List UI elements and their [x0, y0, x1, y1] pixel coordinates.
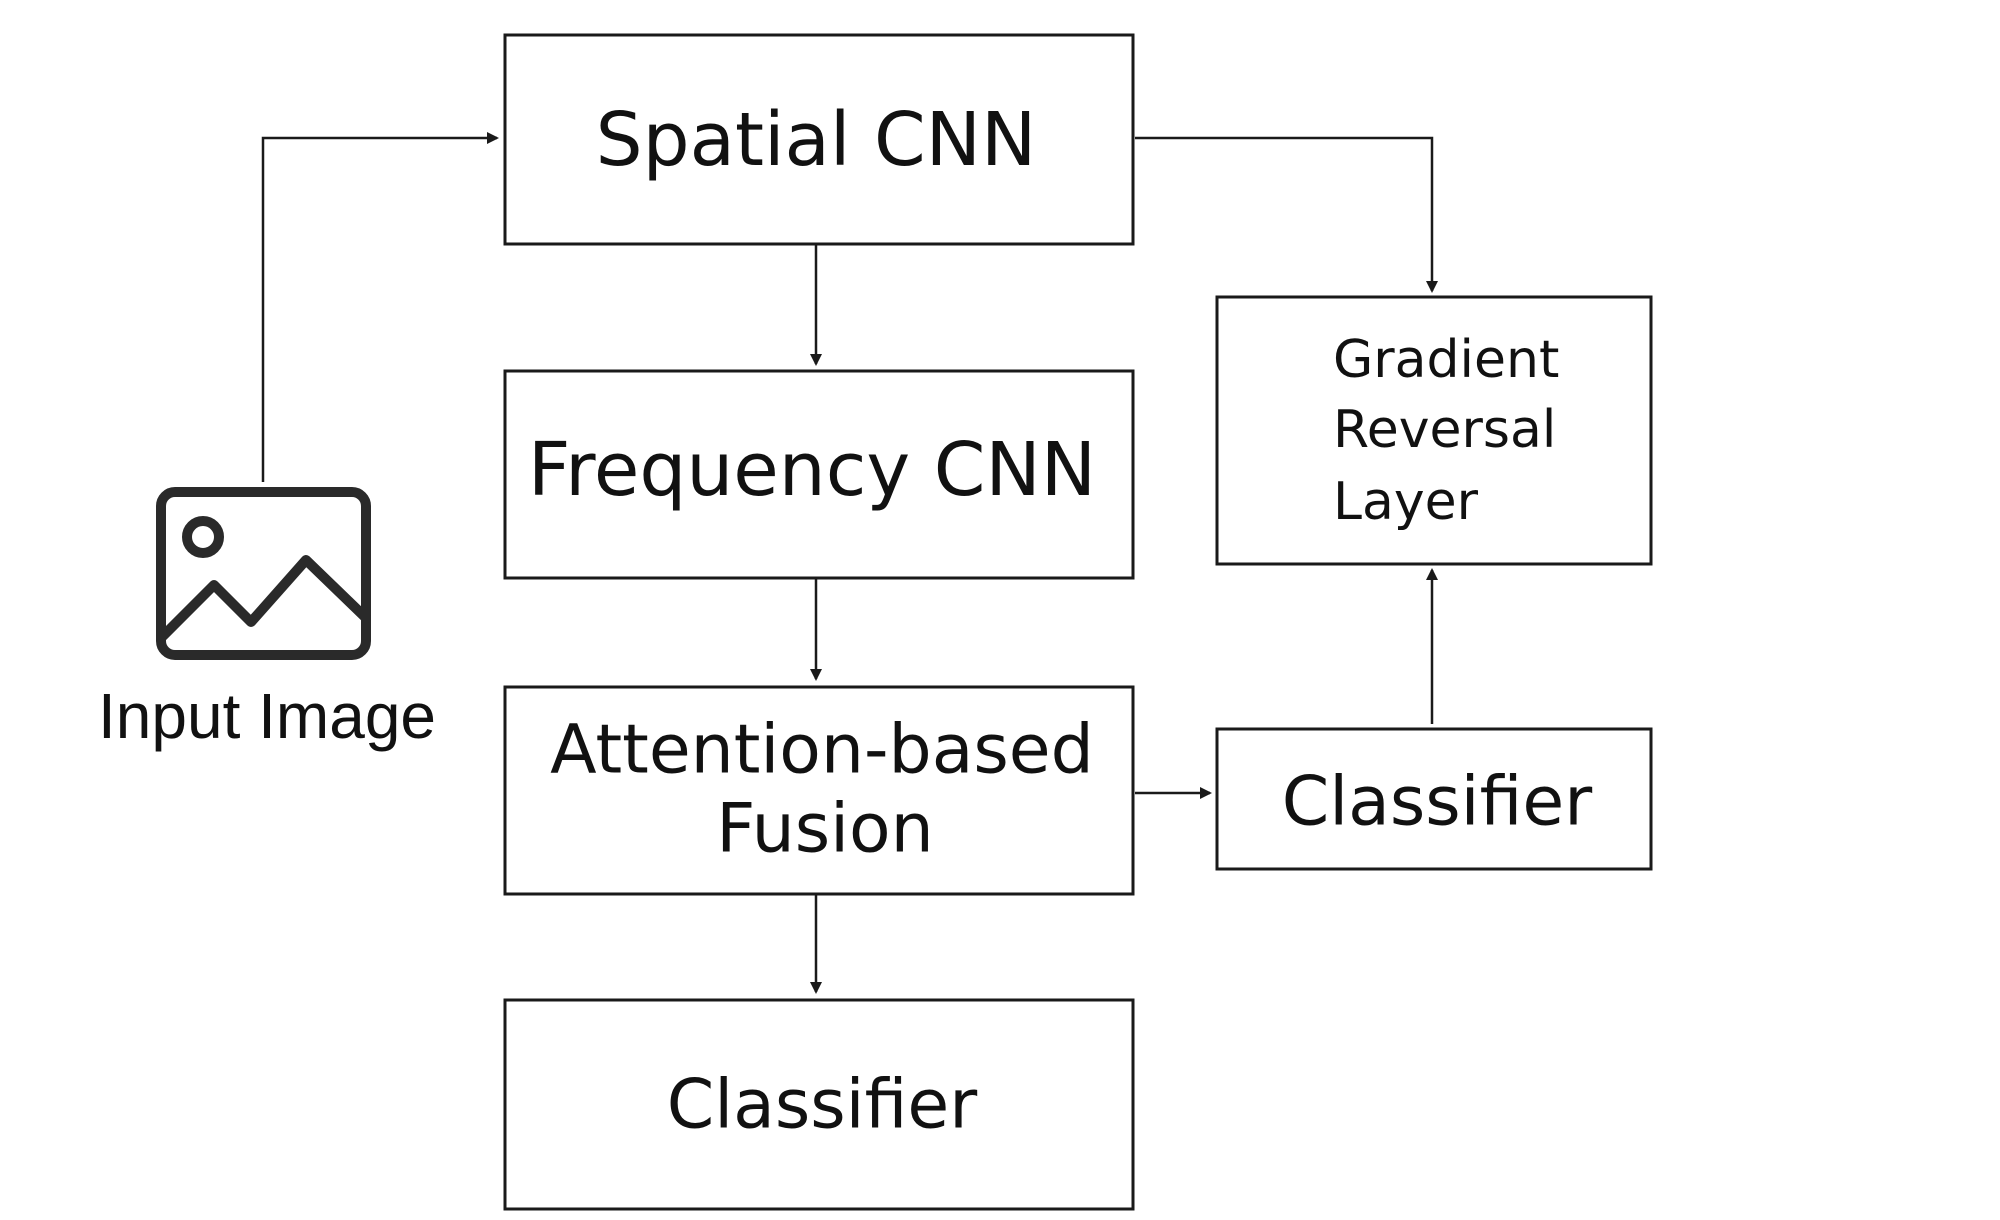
fusion-node: Attention-based Fusion — [503, 685, 1135, 896]
side-classifier-label: Classifier — [1282, 763, 1592, 842]
fusion-label-line-2: Fusion — [716, 790, 934, 869]
edge-spatial-to-grl — [1135, 136, 1438, 293]
grl-label-line-2: Reversal — [1333, 400, 1556, 460]
spatial-cnn-label: Spatial CNN — [596, 97, 1037, 183]
classifier-label: Classifier — [667, 1066, 977, 1145]
edge-input-to-spatial-cnn — [261, 132, 499, 482]
image-icon — [156, 487, 371, 660]
classifier-node: Classifier — [503, 998, 1135, 1211]
input-image-label: Input Image — [98, 680, 436, 752]
spatial-cnn-node: Spatial CNN — [503, 33, 1135, 246]
fusion-label-line-1: Attention-based — [550, 711, 1094, 790]
grl-label-line-1: Gradient — [1333, 330, 1559, 390]
frequency-cnn-label: Frequency CNN — [528, 427, 1096, 513]
grl-label-line-3: Layer — [1333, 472, 1479, 532]
side-classifier-node: Classifier — [1215, 727, 1653, 871]
frequency-cnn-node: Frequency CNN — [503, 369, 1135, 580]
gradient-reversal-layer-node: Gradient Reversal Layer — [1215, 295, 1653, 566]
